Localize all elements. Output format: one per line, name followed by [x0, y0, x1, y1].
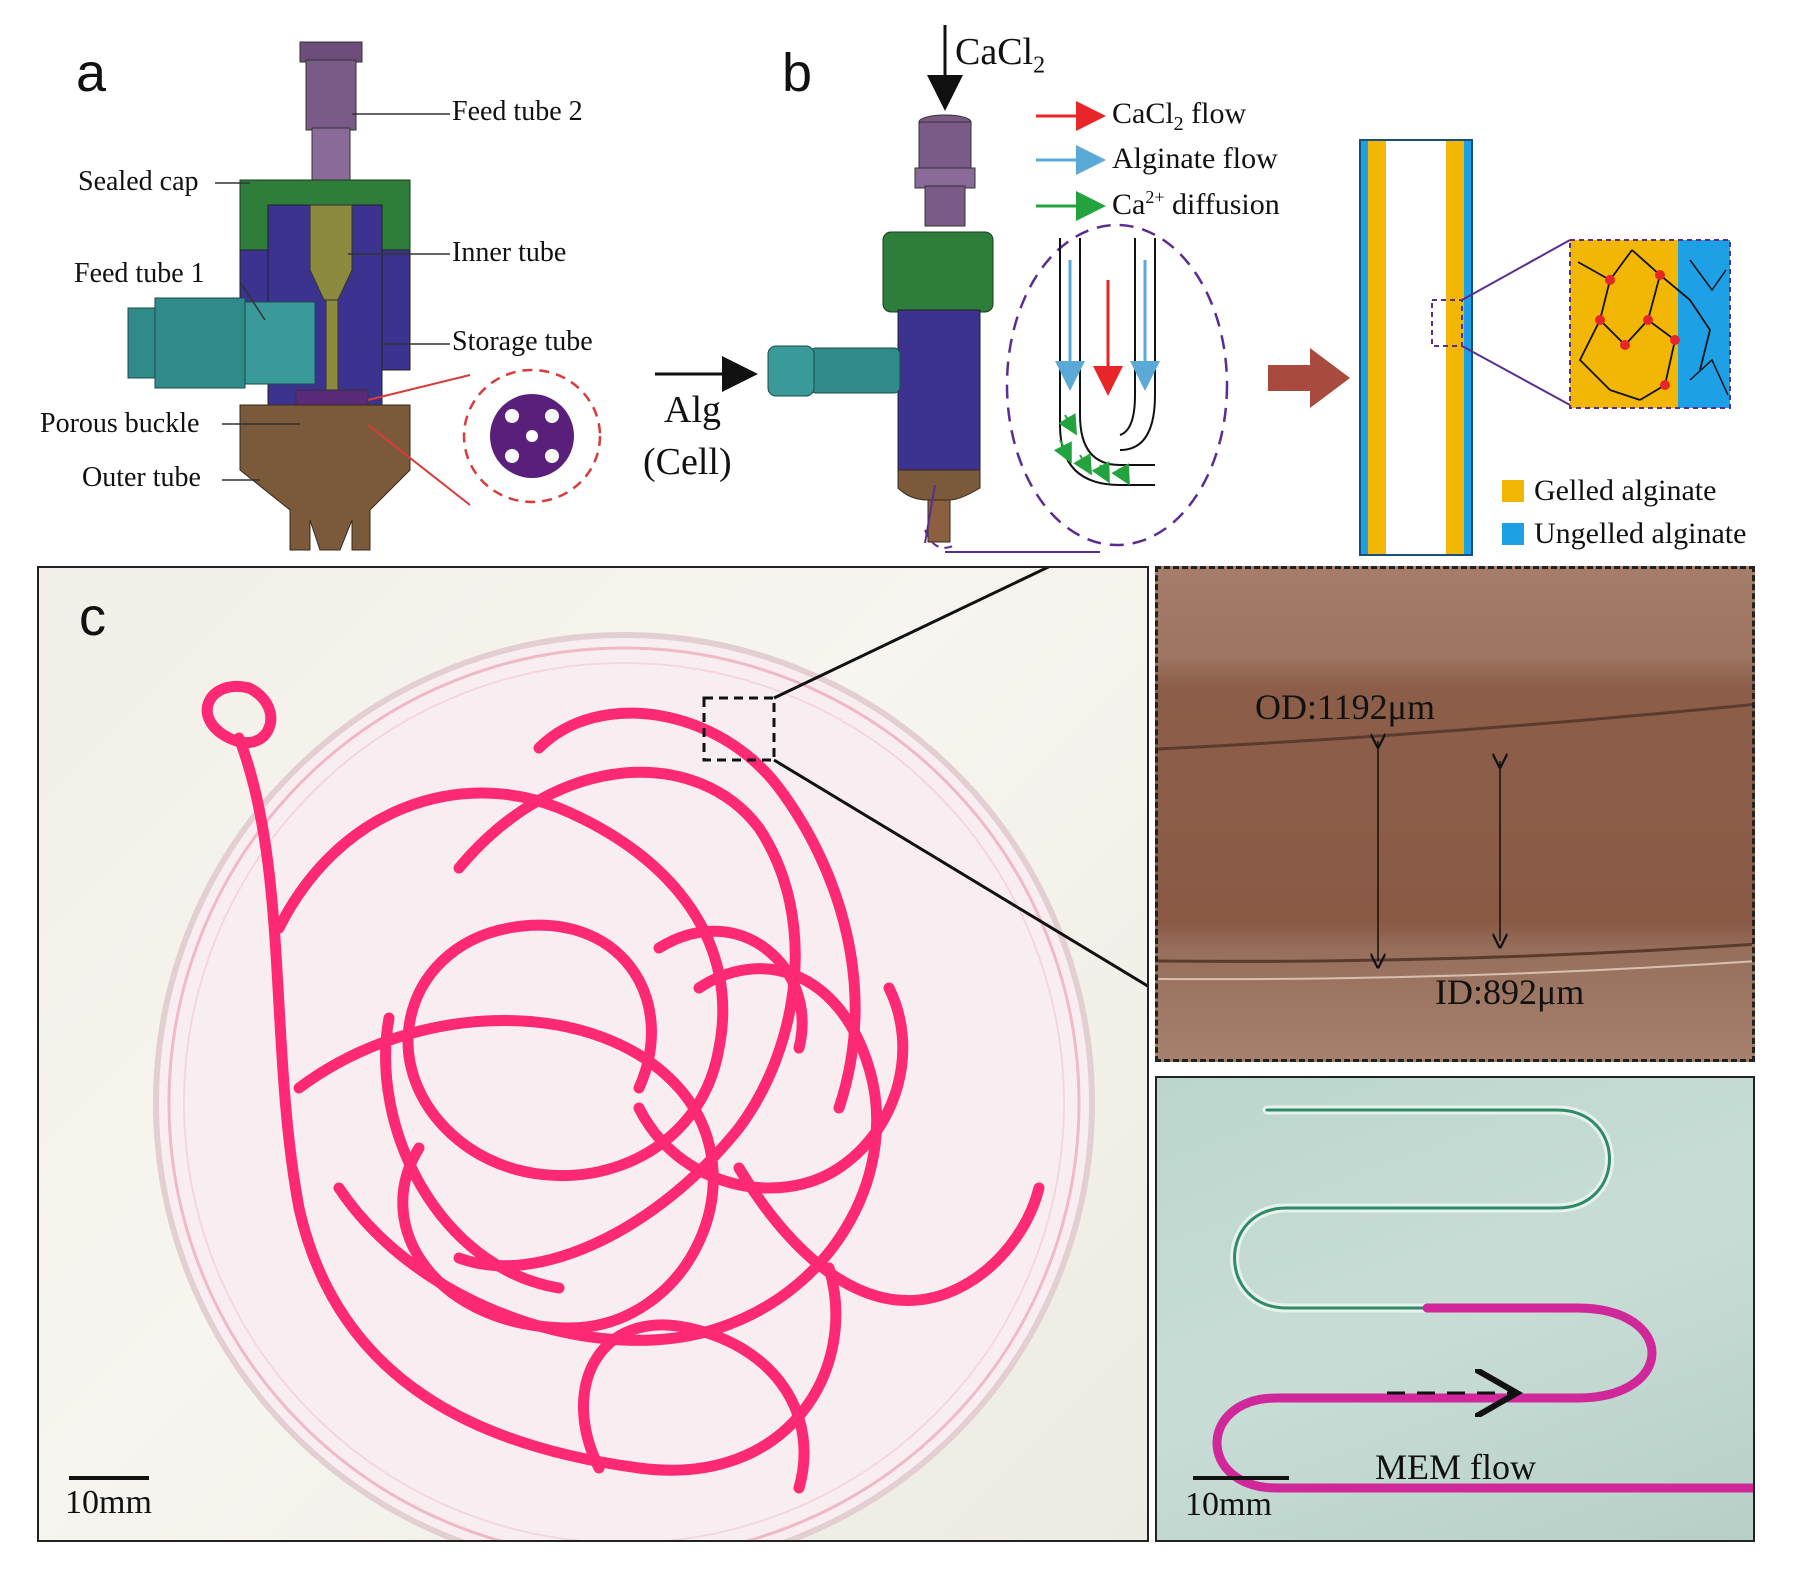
nozzle-3d-b	[655, 25, 1731, 556]
panel-b-letter: b	[782, 43, 813, 103]
mem-flow-label: MEM flow	[1375, 1447, 1536, 1487]
inner-diameter-label: ID:892μm	[1435, 972, 1585, 1012]
legend-gelled-alginate: Gelled alginate	[1534, 474, 1717, 507]
label-feed-tube-1: Feed tube 1	[74, 258, 205, 289]
microscope-annotations	[1158, 703, 1752, 981]
label-porous-buckle: Porous buckle	[40, 408, 200, 439]
serpentine-fiber-drawing	[1193, 1105, 1753, 1493]
legend-ungelled-alginate: Ungelled alginate	[1534, 517, 1747, 550]
scale-bar-left-label: 10mm	[65, 1484, 152, 1521]
petri-dish-photo: c 10mm	[37, 566, 1149, 1542]
label-feed-tube-2: Feed tube 2	[452, 96, 583, 127]
cell-input-label: (Cell)	[643, 441, 732, 483]
scale-bar-right-label: 10mm	[1185, 1486, 1272, 1523]
panel-c-letter: c	[79, 587, 106, 647]
panel-a-letter: a	[76, 43, 107, 103]
cacl2-input-label: CaCl2	[955, 31, 1046, 79]
outer-diameter-label: OD:1192μm	[1255, 687, 1435, 727]
mem-flow-photo: MEM flow 10mm	[1155, 1076, 1755, 1542]
label-sealed-cap: Sealed cap	[78, 166, 199, 197]
legend-alginate-flow: Alginate flow	[1112, 142, 1278, 175]
hydrogel-fiber-drawing	[69, 568, 1147, 1540]
label-storage-tube: Storage tube	[452, 326, 593, 357]
legend-cacl2-flow: CaCl2 flow	[1112, 97, 1247, 135]
legend-ca-diffusion: Ca2+ diffusion	[1112, 187, 1280, 221]
alg-input-label: Alg	[664, 389, 721, 431]
microscope-image: OD:1192μm ID:892μm	[1155, 566, 1755, 1062]
label-outer-tube: Outer tube	[82, 462, 201, 493]
label-inner-tube: Inner tube	[452, 237, 567, 268]
nozzle-cross-section-a	[127, 41, 602, 551]
